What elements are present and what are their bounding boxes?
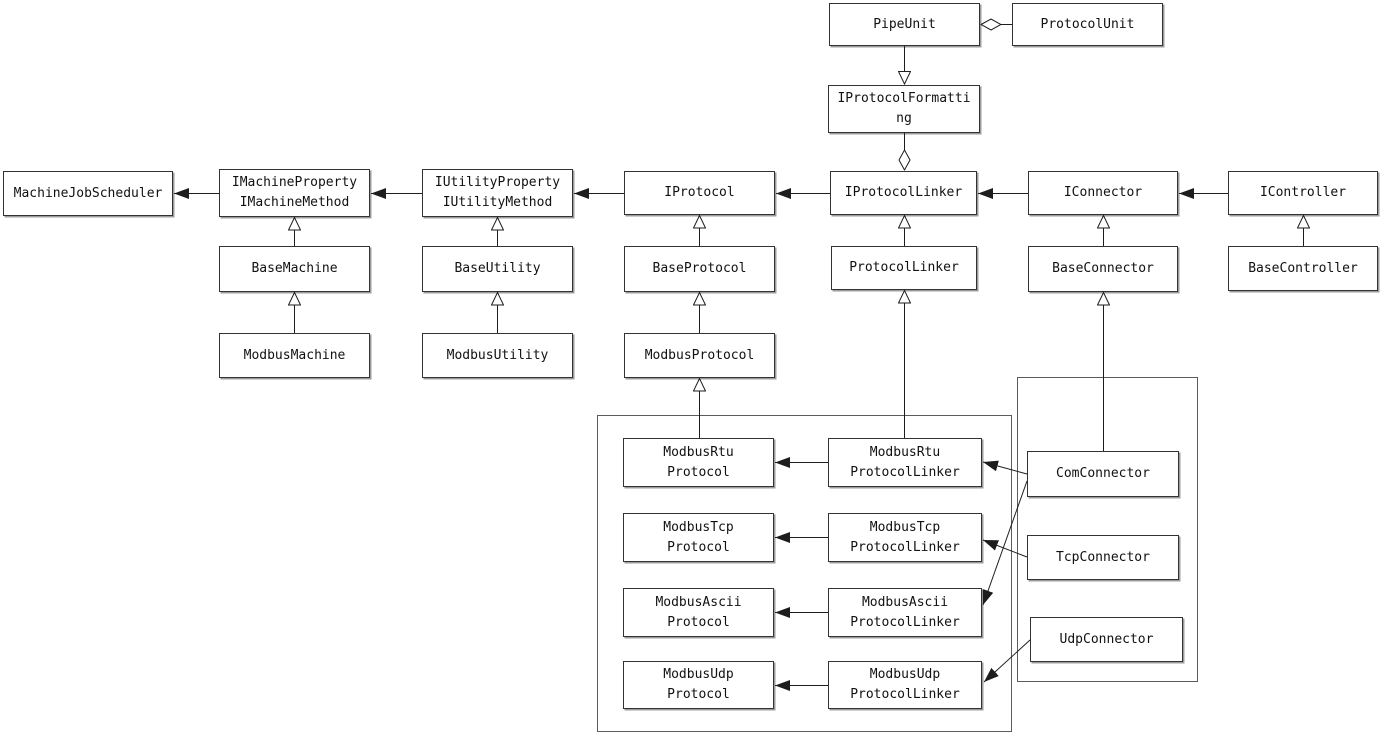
node-modbus-rtu-protocol-linker: ModbusRtu ProtocolLinker xyxy=(828,438,982,487)
node-base-utility: BaseUtility xyxy=(422,246,573,292)
node-machine-job-scheduler: MachineJobScheduler xyxy=(3,171,173,216)
node-protocol-unit: ProtocolUnit xyxy=(1012,3,1163,46)
node-iprotocol-linker: IProtocolLinker xyxy=(830,171,977,215)
node-icontroller: IController xyxy=(1228,171,1378,215)
node-modbus-utility: ModbusUtility xyxy=(422,333,573,378)
node-iprotocol-formatting: IProtocolFormatti ng xyxy=(828,85,980,133)
node-base-connector: BaseConnector xyxy=(1028,246,1178,292)
node-modbus-udp-protocol-linker: ModbusUdp ProtocolLinker xyxy=(828,661,982,709)
node-base-controller: BaseController xyxy=(1228,246,1378,291)
node-base-protocol: BaseProtocol xyxy=(624,246,775,292)
node-modbus-tcp-protocol: ModbusTcp Protocol xyxy=(623,513,774,562)
node-iprotocol: IProtocol xyxy=(624,171,775,215)
node-protocol-linker: ProtocolLinker xyxy=(831,246,977,290)
node-modbus-rtu-protocol: ModbusRtu Protocol xyxy=(623,438,774,487)
node-modbus-ascii-protocol-linker: ModbusAscii ProtocolLinker xyxy=(828,588,982,637)
node-base-machine: BaseMachine xyxy=(219,246,370,292)
node-modbus-protocol: ModbusProtocol xyxy=(624,333,775,378)
node-modbus-machine: ModbusMachine xyxy=(219,333,370,378)
node-tcp-connector: TcpConnector xyxy=(1027,535,1179,580)
node-modbus-tcp-protocol-linker: ModbusTcp ProtocolLinker xyxy=(828,513,982,562)
node-pipe-unit: PipeUnit xyxy=(829,3,980,46)
node-udp-connector: UdpConnector xyxy=(1030,617,1183,662)
node-modbus-ascii-protocol: ModbusAscii Protocol xyxy=(623,588,774,637)
node-modbus-udp-protocol: ModbusUdp Protocol xyxy=(623,661,774,709)
node-iutility-property-method: IUtilityProperty IUtilityMethod xyxy=(422,169,573,217)
node-imachine-property-method: IMachineProperty IMachineMethod xyxy=(219,169,370,217)
node-com-connector: ComConnector xyxy=(1027,451,1179,497)
node-iconnector: IConnector xyxy=(1028,171,1178,215)
